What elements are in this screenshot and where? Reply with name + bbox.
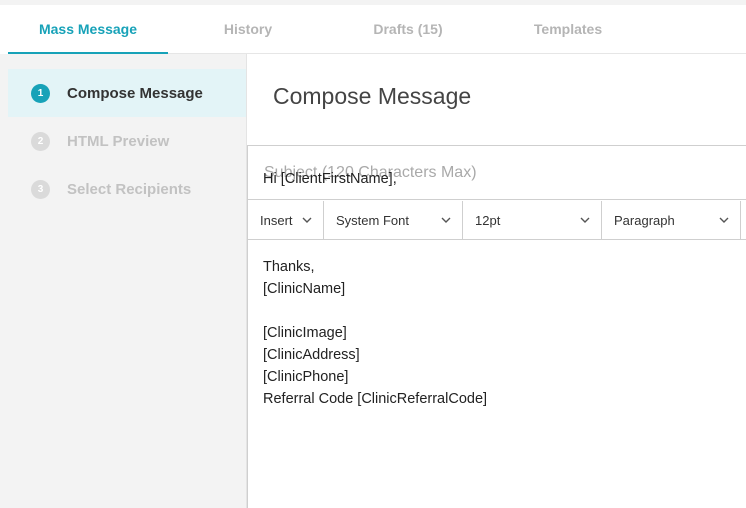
step-label: Compose Message xyxy=(67,84,203,102)
body-line: [ClinicAddress] xyxy=(263,347,360,363)
body-line: Hi [ClientFirstName], xyxy=(263,171,397,187)
tab-label: Drafts (15) xyxy=(373,21,443,37)
body-line: [ClinicName] xyxy=(263,281,346,297)
step-number-badge: 1 xyxy=(31,83,50,103)
active-tab-indicator xyxy=(8,52,168,54)
tab-mass-message[interactable]: Mass Message xyxy=(8,5,168,54)
editor-toolbar: Insert System Font 12pt xyxy=(248,201,746,240)
tab-history[interactable]: History xyxy=(188,5,308,53)
step-compose-message[interactable]: 1 Compose Message xyxy=(8,69,246,117)
tab-drafts[interactable]: Drafts (15) xyxy=(348,5,468,53)
chevron-down-icon xyxy=(302,217,312,223)
chevron-down-icon xyxy=(719,217,729,223)
body-line xyxy=(263,212,733,234)
step-label: Select Recipients xyxy=(67,180,192,198)
tab-label: Mass Message xyxy=(38,21,138,37)
block-format-value: Paragraph xyxy=(614,212,675,228)
body-line: Referral Code [ClinicReferralCode] xyxy=(263,391,488,407)
step-number-badge: 2 xyxy=(31,131,50,151)
step-label: HTML Preview xyxy=(67,132,170,150)
main-panel: Compose Message Insert System Font xyxy=(247,54,746,508)
body-line: [ClinicPhone] xyxy=(263,369,349,385)
body-line xyxy=(263,300,733,322)
step-number-badge: 3 xyxy=(31,179,50,199)
font-size-select[interactable]: 12pt xyxy=(463,201,602,239)
chevron-down-icon xyxy=(580,217,590,223)
insert-label: Insert xyxy=(260,212,293,228)
tab-label: History xyxy=(223,21,273,37)
font-size-value: 12pt xyxy=(475,212,501,228)
top-strip xyxy=(0,0,746,5)
tab-label: Templates xyxy=(533,21,603,37)
page-title: Compose Message xyxy=(273,83,472,109)
body-line xyxy=(263,234,733,256)
step-html-preview[interactable]: 2 HTML Preview xyxy=(8,117,246,165)
body-line: [ClinicImage] xyxy=(263,325,347,341)
chevron-down-icon xyxy=(441,217,451,223)
font-family-value: System Font xyxy=(336,212,409,228)
subject-input[interactable] xyxy=(248,146,746,200)
font-family-select[interactable]: System Font xyxy=(324,201,463,239)
left-rail xyxy=(0,54,8,508)
tab-bar: Mass Message History Drafts (15) Templat… xyxy=(8,5,746,54)
body-line xyxy=(263,190,733,212)
message-editor: Insert System Font 12pt xyxy=(247,145,746,508)
step-select-recipients[interactable]: 3 Select Recipients xyxy=(8,165,246,213)
tab-templates[interactable]: Templates xyxy=(508,5,628,53)
message-body-editor[interactable]: Hi [ClientFirstName], Thanks, [ClinicNam… xyxy=(263,168,733,410)
body-line: Thanks, xyxy=(263,259,315,275)
step-sidebar: 1 Compose Message 2 HTML Preview 3 Selec… xyxy=(8,54,247,508)
insert-menu-button[interactable]: Insert xyxy=(248,201,324,239)
block-format-select[interactable]: Paragraph xyxy=(602,201,741,239)
